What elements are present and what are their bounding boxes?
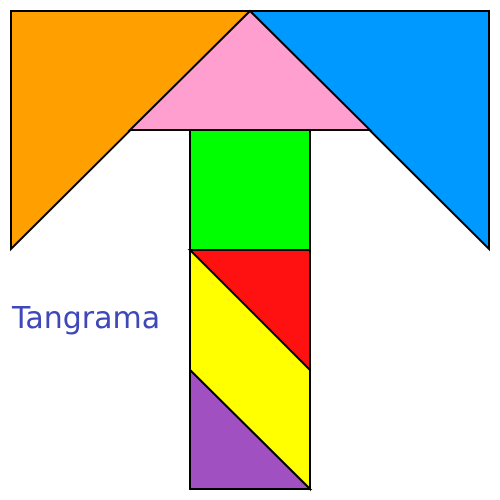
green-square (189, 129, 311, 251)
purple-small-triangle (189, 367, 313, 490)
caption-label: Tangrama (11, 301, 160, 336)
